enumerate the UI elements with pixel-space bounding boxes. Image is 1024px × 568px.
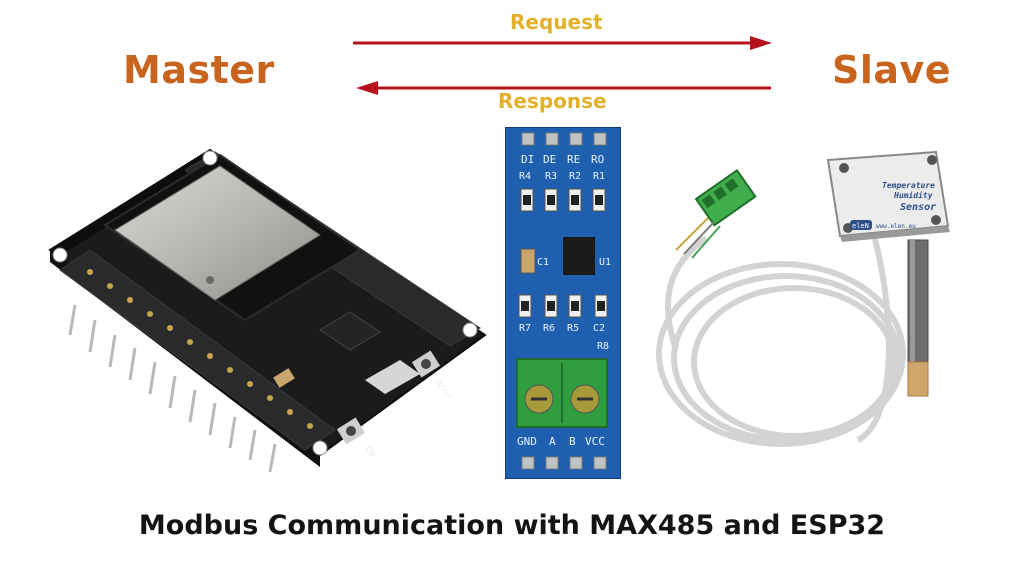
sensor-line2: Humidity <box>893 190 933 200</box>
slave-label: Slave <box>832 48 952 92</box>
pin-vcc: VCC <box>585 435 605 448</box>
sensor-cable <box>656 234 906 447</box>
pin-gnd: GND <box>517 435 537 448</box>
pin-b: B <box>569 435 576 448</box>
max485-module: DI DE RE RO R4 R3 R2 R1 U1 C1 R7 R6 R5 C… <box>505 127 621 479</box>
pin-a: A <box>549 435 556 448</box>
label-r7: R7 <box>519 323 531 334</box>
green-connector <box>694 168 757 227</box>
pin-di: DI <box>521 153 534 166</box>
sensor-brand: eleN <box>852 222 869 230</box>
esp32-header-pins <box>68 304 277 473</box>
label-c1: C1 <box>537 257 549 268</box>
esp32-boot-label: BOOT <box>432 378 452 402</box>
esp32-board: BOOT EN <box>48 148 487 473</box>
request-arrow <box>353 36 772 50</box>
sensor-line3: Sensor <box>900 202 936 213</box>
temperature-humidity-sensor: Temperature Humidity Sensor eleN www.ele… <box>656 150 950 447</box>
pin-ro: RO <box>591 153 604 166</box>
label-r5: R5 <box>567 323 579 334</box>
label-r8: R8 <box>597 341 609 352</box>
pin-re: RE <box>567 153 580 166</box>
request-label: Request <box>510 10 603 34</box>
res-r4: R4 <box>519 171 531 182</box>
sensor-line1: Temperature <box>882 181 935 190</box>
diagram-caption: Modbus Communication with MAX485 and ESP… <box>138 510 886 541</box>
response-label: Response <box>498 89 607 113</box>
sensor-url: www.elen.eu <box>876 223 916 230</box>
esp32-en-label: EN <box>362 444 376 458</box>
response-arrow <box>356 81 771 95</box>
res-r2: R2 <box>569 171 581 182</box>
res-r1: R1 <box>593 171 605 182</box>
pin-de: DE <box>543 153 556 166</box>
master-label: Master <box>123 48 275 92</box>
label-c2: C2 <box>593 323 605 334</box>
res-r3: R3 <box>545 171 557 182</box>
label-r6: R6 <box>543 323 555 334</box>
label-u1: U1 <box>599 257 611 268</box>
